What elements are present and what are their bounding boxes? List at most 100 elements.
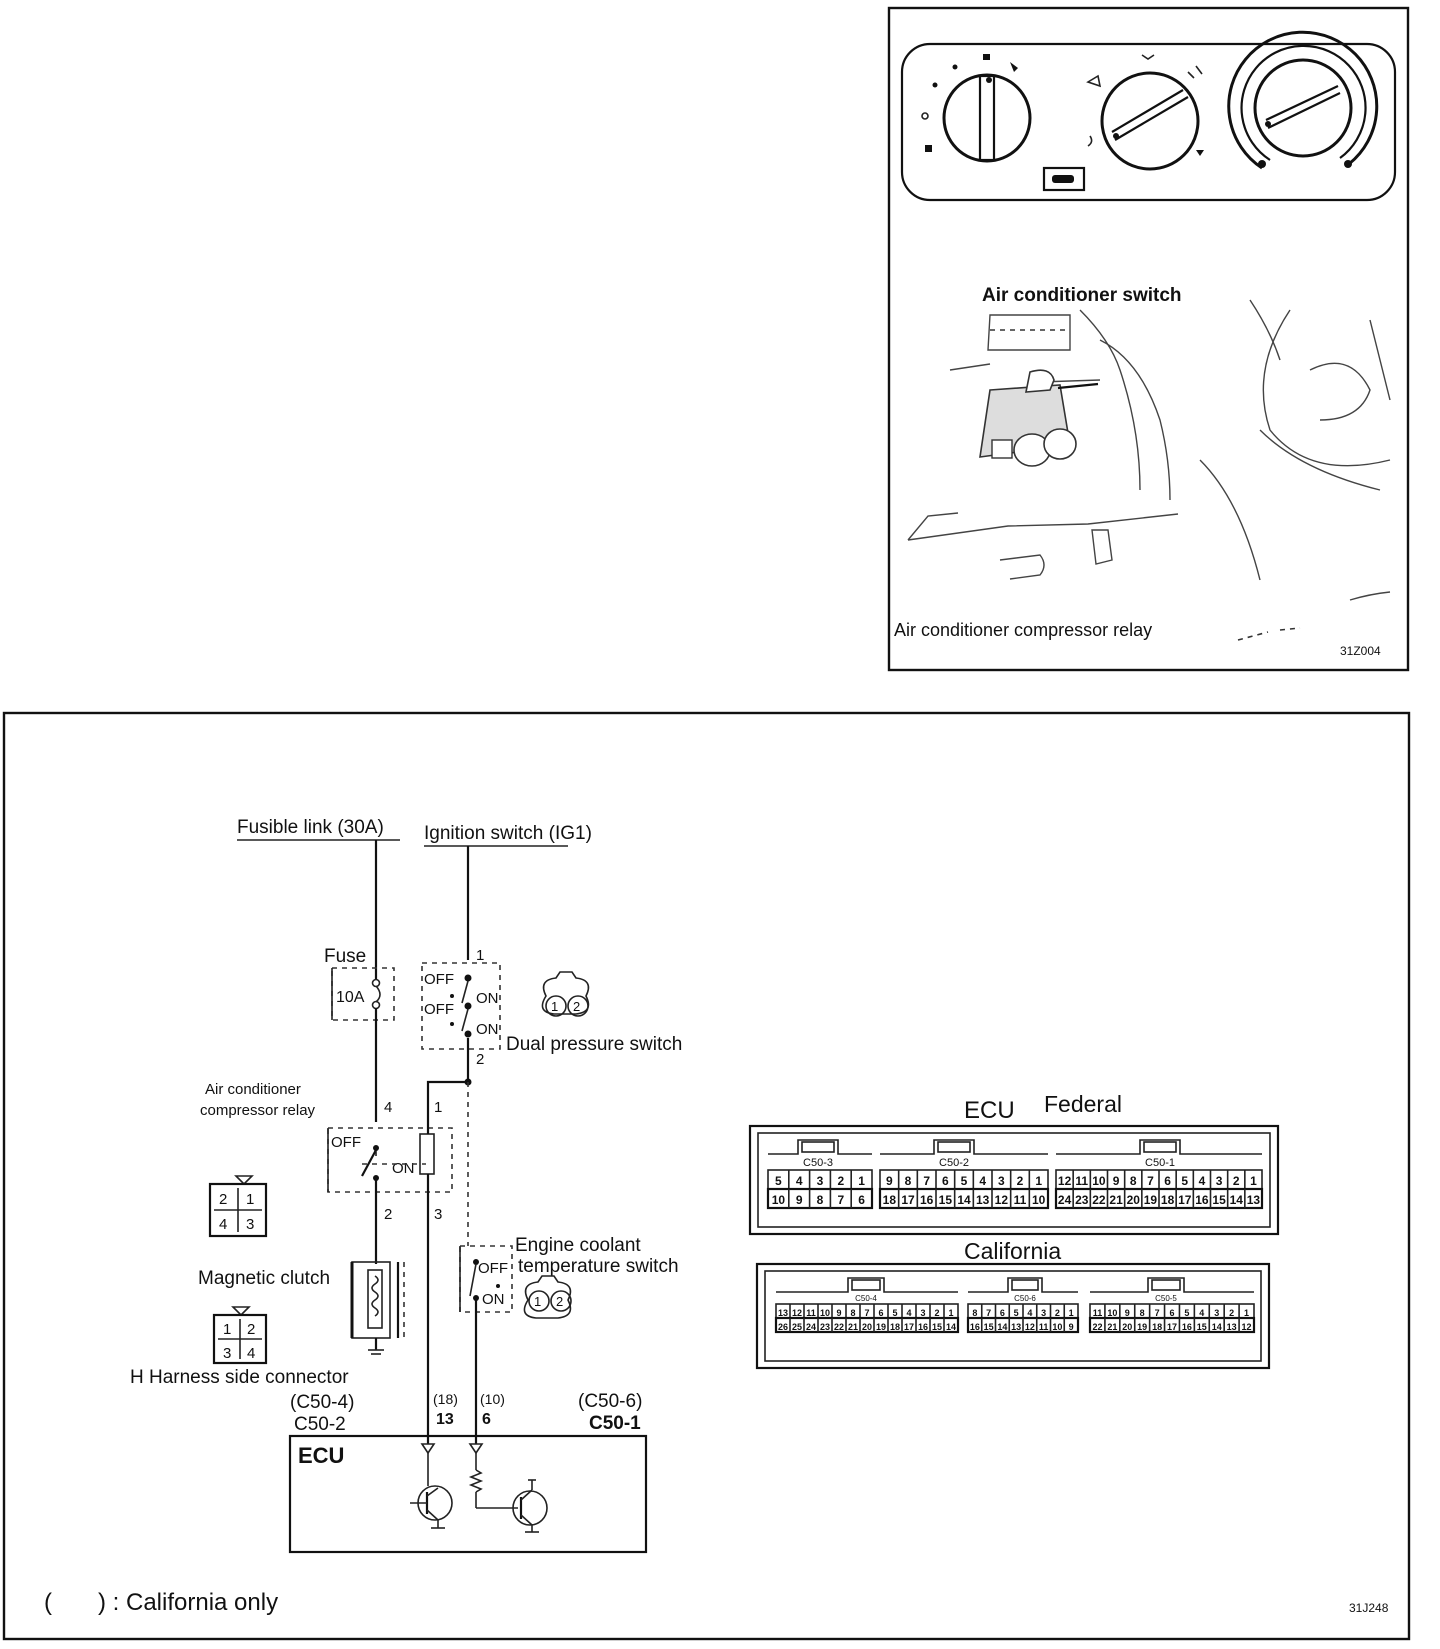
clutch-conn-pin-2: 2 — [247, 1321, 255, 1338]
pin-c50-6-top-7: 7 — [986, 1308, 991, 1318]
pin-c50-1-top-8: 8 — [1130, 1174, 1137, 1188]
pin-c50-6-top-4: 4 — [1027, 1308, 1032, 1318]
pin-c50-2-top-8: 8 — [905, 1174, 912, 1188]
pin-13-label: 13 — [436, 1411, 454, 1428]
ecu-box: ECU — [288, 1350, 648, 1554]
pin-c50-3-top-1: 1 — [858, 1174, 865, 1188]
footnote-open-paren: ( — [44, 1589, 52, 1616]
clutch-conn-pin-3: 3 — [223, 1345, 231, 1362]
dps-off-2: OFF — [424, 1001, 454, 1018]
pin-c50-4-bottom-24: 24 — [806, 1322, 816, 1332]
pin-c50-1-top-10: 10 — [1092, 1174, 1106, 1188]
relay-conn-pin-a: 2 — [219, 1191, 227, 1208]
pin-c50-4-bottom-26: 26 — [778, 1322, 788, 1332]
pin-c50-4-bottom-14: 14 — [946, 1322, 956, 1332]
coolant-on: ON — [482, 1291, 505, 1308]
clutch-conn-pin-1: 1 — [223, 1321, 231, 1338]
harness-connector-label: H Harness side connector — [130, 1367, 349, 1388]
pin-c50-1-top-6: 6 — [1164, 1174, 1171, 1188]
pin-c50-5-top-4: 4 — [1199, 1308, 1204, 1318]
dashboard-relay-sketch — [907, 299, 1391, 641]
pin-c50-1-top-12: 12 — [1058, 1174, 1072, 1188]
pin-c50-6-top-8: 8 — [972, 1308, 977, 1318]
wiring-panel: Fusible link (30A) Ignition switch (IG1)… — [2, 711, 1411, 1641]
pin-c50-3-bottom-7: 7 — [837, 1193, 844, 1207]
ac-control-panel-illustration — [900, 30, 1397, 202]
pin-c50-4-top-8: 8 — [850, 1308, 855, 1318]
mode-selector-knob — [1042, 54, 1204, 192]
pin-c50-4-bottom-19: 19 — [876, 1322, 886, 1332]
pin-c50-6-top-5: 5 — [1014, 1308, 1019, 1318]
pin-c50-5-bottom-13: 13 — [1227, 1322, 1237, 1332]
pin-c50-5-bottom-16: 16 — [1182, 1322, 1192, 1332]
coolant-temperature-switch: Engine coolant temperature switch OFF ON… — [459, 1235, 679, 1350]
relay-label-line1: Air conditioner — [205, 1081, 301, 1098]
pin-c50-5-top-5: 5 — [1184, 1308, 1189, 1318]
fan-speed-knob — [921, 54, 1032, 163]
pin-c50-2-top-5: 5 — [961, 1174, 968, 1188]
relay-conn-pin-d: 3 — [246, 1216, 254, 1233]
ac-relay-label: Air conditioner compressor relay — [894, 620, 1152, 640]
coolant-label-line2: temperature switch — [518, 1256, 679, 1277]
california-title: California — [964, 1238, 1061, 1264]
pin-c50-1-bottom-13: 13 — [1247, 1193, 1261, 1207]
pin-c50-6-bottom-15: 15 — [984, 1322, 994, 1332]
pin-10-label: (10) — [480, 1391, 505, 1407]
pin-c50-4-bottom-17: 17 — [904, 1322, 914, 1332]
connector-name-c50-6: C50-6 — [1014, 1294, 1036, 1303]
pin-c50-4-top-13: 13 — [778, 1308, 788, 1318]
pin-c50-6-top-1: 1 — [1069, 1308, 1074, 1318]
pin-c50-2-bottom-13: 13 — [976, 1193, 990, 1207]
pin-c50-2-bottom-17: 17 — [901, 1193, 915, 1207]
pin-c50-6-bottom-12: 12 — [1025, 1322, 1035, 1332]
relay-off: OFF — [331, 1134, 361, 1151]
pin-c50-1-bottom-20: 20 — [1127, 1193, 1141, 1207]
pin-c50-4-top-11: 11 — [806, 1308, 816, 1318]
pin-c50-4-top-5: 5 — [892, 1308, 897, 1318]
pin-c50-1-bottom-21: 21 — [1109, 1193, 1123, 1207]
connector-name-c50-5: C50-5 — [1155, 1294, 1177, 1303]
pin-c50-2-top-9: 9 — [886, 1174, 893, 1188]
pin-c50-4-top-10: 10 — [820, 1308, 830, 1318]
relay-connector: 2 1 4 3 — [208, 1175, 268, 1238]
temperature-knob — [1227, 30, 1379, 170]
relay-pin-2: 2 — [384, 1206, 392, 1223]
pin-c50-4-top-7: 7 — [864, 1308, 869, 1318]
ignition-switch-label: Ignition switch (IG1) — [424, 823, 592, 844]
photo-panel: Air conditioner switch Air conditioner c… — [887, 6, 1410, 672]
pin-c50-3-top-3: 3 — [817, 1174, 824, 1188]
pin-c50-2-top-4: 4 — [979, 1174, 986, 1188]
pin-c50-5-top-8: 8 — [1140, 1308, 1145, 1318]
connector-name-c50-3: C50-3 — [803, 1157, 833, 1169]
magnetic-clutch: Magnetic clutch — [198, 1261, 405, 1355]
pin-c50-4-top-9: 9 — [836, 1308, 841, 1318]
pin-c50-4-top-1: 1 — [948, 1308, 953, 1318]
dps-on-1: ON — [476, 990, 499, 1007]
pin-c50-5-top-10: 10 — [1107, 1308, 1117, 1318]
pin-c50-6-bottom-11: 11 — [1039, 1322, 1049, 1332]
pin-c50-5-top-1: 1 — [1244, 1308, 1249, 1318]
fuse-rating: 10A — [336, 989, 365, 1006]
pin-c50-1-bottom-19: 19 — [1144, 1193, 1158, 1207]
pin-c50-4-top-3: 3 — [920, 1308, 925, 1318]
photo-panel-frame — [887, 6, 1410, 672]
pin-c50-4-bottom-22: 22 — [834, 1322, 844, 1332]
pin-c50-3-top-4: 4 — [796, 1174, 803, 1188]
pin-c50-3-bottom-10: 10 — [772, 1193, 786, 1207]
coolant-conn-pin-1: 1 — [534, 1294, 541, 1309]
pin-c50-5-bottom-15: 15 — [1197, 1322, 1207, 1332]
pin-c50-5-top-9: 9 — [1125, 1308, 1130, 1318]
federal-ecu-title: ECU — [964, 1097, 1015, 1124]
pin-c50-1-bottom-18: 18 — [1161, 1193, 1175, 1207]
relay-conn-pin-c: 4 — [219, 1216, 227, 1233]
pin-c50-1-top-4: 4 — [1199, 1174, 1206, 1188]
pin-c50-6-bottom-9: 9 — [1069, 1322, 1074, 1332]
pin-c50-5-top-7: 7 — [1155, 1308, 1160, 1318]
pin-c50-4-bottom-20: 20 — [862, 1322, 872, 1332]
pin-c50-1-top-9: 9 — [1113, 1174, 1120, 1188]
